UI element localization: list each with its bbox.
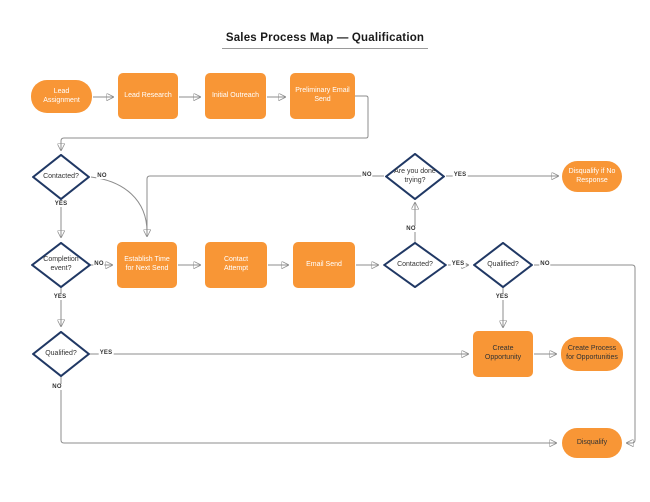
edge-label-contacted1-no: NO (96, 173, 108, 179)
edge-label-contacted1-yes: YES (53, 201, 69, 207)
edge-label-donetrying-no: NO (361, 172, 373, 178)
edge-label-contacted2-no: NO (405, 226, 417, 232)
node-create-opportunity[interactable]: Create Opportunity (473, 331, 533, 377)
edge-email-to-contacted1 (61, 95, 369, 150)
node-qualified-right[interactable]: Qualified? (473, 242, 533, 288)
node-are-you-done-trying[interactable]: Are you done trying? (385, 153, 445, 200)
edge-label-qualifiedleft-no: NO (51, 384, 63, 390)
edge-label-contacted2-yes: YES (450, 261, 466, 267)
node-contact-attempt[interactable]: Contact Attempt (205, 242, 267, 288)
diagram-title: Sales Process Map — Qualification (221, 32, 429, 49)
edge-label-completion-no: NO (93, 261, 105, 267)
node-label: Completion event? (43, 256, 79, 272)
node-contacted-1[interactable]: Contacted? (32, 154, 90, 200)
node-email-send[interactable]: Email Send (293, 242, 355, 288)
edge-qualifiedleft-no (60, 377, 556, 443)
node-label: Qualified? (45, 349, 77, 357)
edge-label-qualifiedleft-yes: YES (98, 350, 114, 356)
node-label: Lead Assignment (43, 87, 80, 104)
node-label: Preliminary Email Send (295, 87, 350, 103)
edge-label-qualifiedright-yes: YES (494, 294, 510, 300)
diamond-shape-icon (31, 242, 91, 288)
node-label: Email Send (306, 260, 342, 268)
node-label: Create Opportunity (484, 345, 522, 361)
node-label: Contacted? (43, 172, 79, 180)
title-container: Sales Process Map — Qualification (0, 28, 650, 49)
edge-donetrying-no (147, 175, 384, 236)
edge-label-completion-yes: YES (52, 294, 68, 300)
node-initial-outreach[interactable]: Initial Outreach (205, 73, 266, 119)
edge-qualifiedright-no (534, 264, 636, 443)
node-preliminary-email-send[interactable]: Preliminary Email Send (290, 73, 355, 119)
node-lead-research[interactable]: Lead Research (118, 73, 178, 119)
node-label: Lead Research (124, 91, 172, 99)
node-completion-event[interactable]: Completion event? (31, 242, 91, 288)
diamond-shape-icon (383, 242, 447, 288)
node-establish-time[interactable]: Establish Time for Next Send (117, 242, 177, 288)
node-label: Qualified? (487, 260, 519, 268)
edge-label-donetrying-yes: YES (452, 172, 468, 178)
node-label: Contact Attempt (223, 256, 249, 272)
node-disqualify-if-no-response[interactable]: Disqualify if No Response (562, 161, 622, 192)
diamond-shape-icon (473, 242, 533, 288)
diamond-shape-icon (32, 154, 90, 200)
node-label: Disqualify (576, 438, 608, 446)
node-disqualify[interactable]: Disqualify (562, 428, 622, 458)
node-contacted-2[interactable]: Contacted? (383, 242, 447, 288)
diamond-shape-icon (32, 331, 90, 377)
node-label: Disqualify if No Response (568, 167, 616, 184)
node-create-process[interactable]: Create Process for Opportunities (561, 337, 623, 371)
node-lead-assignment[interactable]: Lead Assignment (31, 80, 92, 113)
edge-contacted1-no-curve (90, 176, 148, 233)
node-qualified-left[interactable]: Qualified? (32, 331, 90, 377)
node-label: Contacted? (397, 260, 433, 268)
node-label: Are you done trying? (394, 167, 436, 184)
diamond-shape-icon (385, 153, 445, 200)
node-label: Establish Time for Next Send (124, 256, 170, 272)
node-label: Initial Outreach (211, 91, 260, 99)
node-label: Create Process for Opportunities (566, 345, 618, 361)
edge-label-qualifiedright-no: NO (539, 261, 551, 267)
